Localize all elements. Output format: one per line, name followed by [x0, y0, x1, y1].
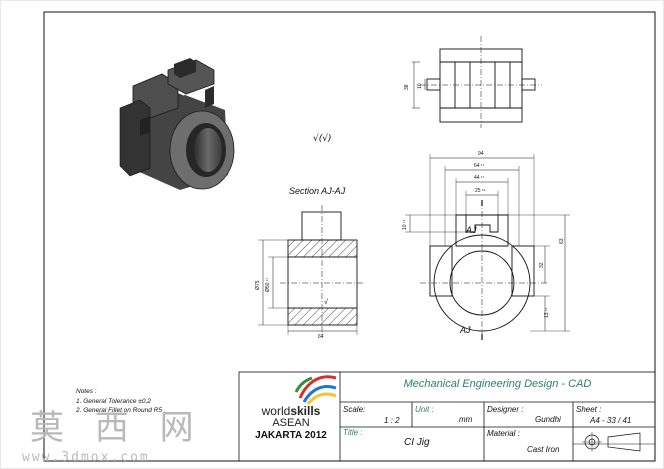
designer-label: Designer : [487, 405, 524, 414]
material-label: Material : [487, 429, 520, 438]
scale-label: Scale: [343, 405, 366, 414]
watermark-chars: 莫 西 网 [30, 408, 204, 448]
front-dim-44: 44 ¹⁷ [474, 175, 485, 181]
section-dim-50: Ø50 ¹⁷ [265, 277, 271, 292]
title-label: Title : [343, 428, 363, 437]
front-dim-64: 64 ¹⁷ [474, 163, 485, 169]
top-dim-10: 10 [417, 83, 423, 89]
watermark-url: www.3dmox.com [22, 450, 150, 465]
logo-asean: ASEAN [272, 417, 310, 429]
worldskills-logo-icon [294, 375, 337, 405]
front-dim-25: 25 ¹¹ [475, 188, 486, 194]
section-title: Section AJ-AJ [289, 186, 346, 196]
section-marker-bottom: AJ [459, 325, 471, 335]
designer-value: Gundhi [535, 415, 561, 424]
title-value: CI Jig [404, 437, 430, 448]
projection-symbol-icon [582, 432, 641, 452]
title-block-lines [238, 371, 656, 462]
logo-world: world [261, 404, 291, 418]
section-surface-symbol: √ [324, 298, 328, 306]
section-view [258, 205, 365, 335]
section-marker-top: AJ [465, 225, 477, 235]
unit-label: Unit : [415, 405, 434, 414]
isometric-view [119, 58, 235, 190]
section-dim-64: 64 [318, 334, 324, 340]
front-dim-63: 63 [559, 238, 565, 244]
note-item-1: 1. General Tolerance ±0,2 [76, 398, 151, 405]
title-block-heading: Mechanical Engineering Design - CAD [403, 378, 592, 390]
unit-value: mm [459, 415, 473, 424]
sheet-value: A4 - 33 / 41 [590, 416, 632, 425]
front-dim-94: 94 [478, 151, 484, 157]
surface-finish-symbol: √(√) [313, 133, 332, 144]
note-item-2: 2. General Fillet on Round R5 [76, 407, 162, 414]
front-dim-32: 32 [539, 262, 545, 268]
material-value: Cast Iron [527, 445, 560, 454]
front-dim-13: 13 ¹¹ [544, 307, 550, 318]
top-dim-38: 38 [404, 84, 410, 90]
notes-title: Notes : [76, 388, 97, 395]
notes-block: Notes : 1. General Tolerance ±0,2 2. Gen… [76, 388, 246, 414]
front-view [405, 154, 570, 340]
top-view [412, 36, 542, 128]
front-dim-10: 10 ¹¹ [402, 219, 408, 230]
logo-text: worldskills ASEAN JAKARTA 2012 [245, 405, 337, 441]
logo-skills: skills [290, 404, 321, 418]
sheet-label: Sheet : [576, 405, 602, 414]
scale-value: 1 : 2 [384, 416, 400, 425]
section-dim-75: Ø75 [255, 280, 261, 290]
logo-jakarta: JAKARTA 2012 [255, 430, 327, 441]
